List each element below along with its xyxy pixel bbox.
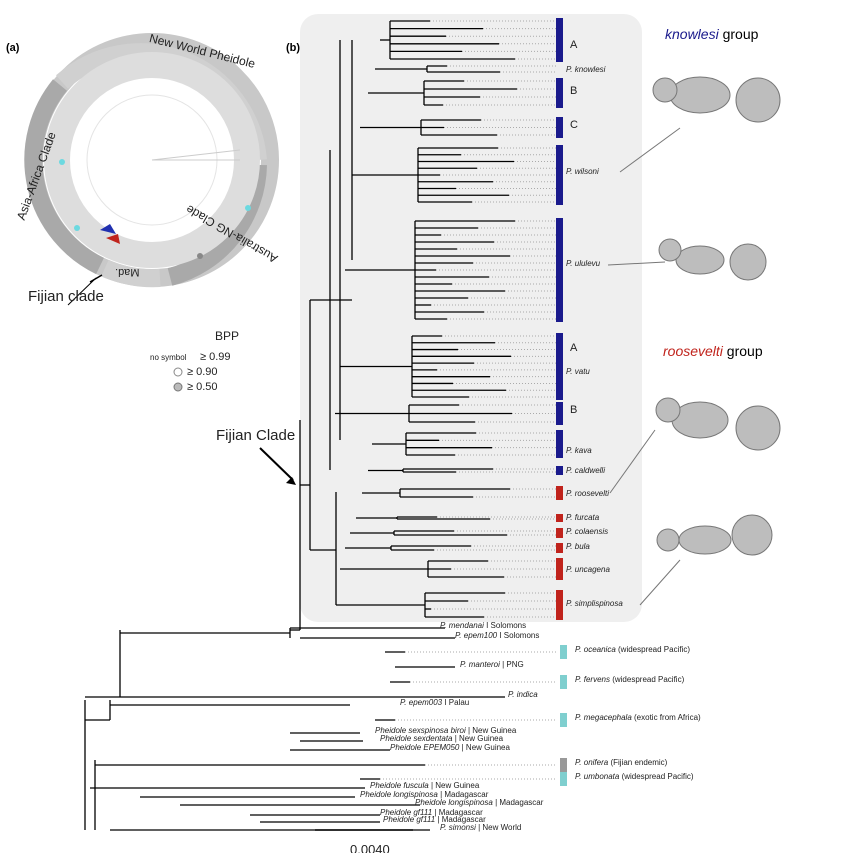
species-label: P. wilsoni [566, 167, 599, 176]
clade-bar [556, 18, 563, 62]
outgroup-label: P. mendanai I Solomons [440, 621, 527, 630]
species-label: P. colaensis [566, 527, 609, 536]
clade-letter: A [570, 342, 578, 354]
species-label: P. uncagena [566, 565, 610, 574]
outgroup-label: P. manteroi | PNG [460, 660, 524, 669]
species-label: P. bula [566, 542, 590, 551]
clade-letter: B [570, 404, 578, 416]
knowlesi-group-title: knowlesi group [665, 26, 758, 42]
outgroup-label: Pheidole sexspinosa biroi | New Guinea [375, 726, 517, 735]
legend-symbols [173, 367, 183, 392]
fijian-clade-callout: Fijian clade [28, 288, 104, 305]
outgroup-label: Pheidole gf111 | Madagascar [383, 815, 486, 824]
outgroup-label: P. indica [508, 690, 538, 699]
outgroup-label: Pheidole longispinosa | Madagascar [360, 790, 489, 799]
knowlesi-name: knowlesi [665, 26, 719, 42]
range-bar [560, 645, 567, 659]
outgroup-label: P. fervens (widespread Pacific) [575, 675, 685, 684]
roosevelti-group-title: roosevelti group [663, 343, 763, 359]
species-label: P. ululevu [566, 259, 601, 268]
outgroup-label: Pheidole fuscula | New Guinea [370, 781, 480, 790]
clade-bar [556, 466, 563, 475]
legend-050: ≥ 0.50 [187, 381, 218, 393]
clade-letter: B [570, 85, 578, 97]
outgroup-label: P. megacephala (exotic from Africa) [575, 713, 701, 722]
outgroup-label: P. oceanica (widespread Pacific) [575, 645, 691, 654]
panel-b-label: (b) [286, 42, 301, 54]
species-label: P. kava [566, 446, 592, 455]
range-bar [560, 713, 567, 727]
clade-letter: A [570, 39, 578, 51]
outgroup-label: Pheidole sexdentata | New Guinea [380, 734, 504, 743]
clade-bar [556, 117, 563, 138]
clade-bar [556, 486, 563, 500]
clade-bar [556, 514, 563, 522]
outgroup-label: Pheidole gf111 | Madagascar [380, 808, 483, 817]
outgroup-label: Pheidole EPEM050 | New Guinea [390, 743, 510, 752]
outgroup-label: Pheidole longispinosa | Madagascar [415, 798, 544, 807]
roosevelti-name: roosevelti [663, 343, 723, 359]
ant-illustrations [607, 76, 781, 606]
clade-bar [556, 145, 563, 205]
species-label: P. furcata [566, 513, 600, 522]
outgroup-label: P. epem100 I Solomons [455, 631, 540, 640]
fijian-arrow [259, 447, 296, 485]
clade-bar [556, 558, 563, 580]
outgroup-label: P. umbonata (widespread Pacific) [575, 772, 694, 781]
legend-no-symbol: no symbol [150, 353, 187, 362]
outgroup-label: P. epem003 I Palau [400, 698, 470, 707]
species-label: P. knowlesi [566, 65, 606, 74]
species-label: P. caldwelli [566, 466, 605, 475]
range-bar [560, 772, 567, 786]
species-label: P. simplispinosa [566, 599, 623, 608]
clade-bar [556, 402, 563, 425]
fijian-clade-arrow-label: Fijian Clade [216, 427, 296, 444]
clade-bar [556, 218, 563, 322]
clade-bar [556, 78, 563, 108]
outgroup-label: P. simonsi | New World [440, 823, 522, 832]
clade-letter: C [570, 119, 578, 131]
ring-label-mad: Mad. [115, 266, 140, 278]
clade-bar [556, 528, 563, 538]
legend-title: BPP [215, 329, 240, 343]
range-bar [560, 675, 567, 689]
circular-tree [24, 33, 279, 306]
outgroup-label: P. onifera (Fijian endemic) [575, 758, 668, 767]
clade-bar [556, 430, 563, 458]
clade-bar [556, 590, 563, 620]
phylogenetic-tree [84, 18, 567, 831]
range-bar [560, 758, 567, 772]
species-label: P. vatu [566, 367, 590, 376]
panel-a-label: (a) [6, 42, 20, 54]
group-suffix: group [718, 26, 759, 42]
legend-099: ≥ 0.99 [200, 351, 231, 363]
scale-bar-label: 0.0040 [350, 842, 390, 853]
legend-090: ≥ 0.90 [187, 366, 218, 378]
clade-bar [556, 333, 563, 400]
species-label: P. roosevelti [566, 489, 609, 498]
clade-bar [556, 543, 563, 553]
group-suffix: group [722, 343, 763, 359]
